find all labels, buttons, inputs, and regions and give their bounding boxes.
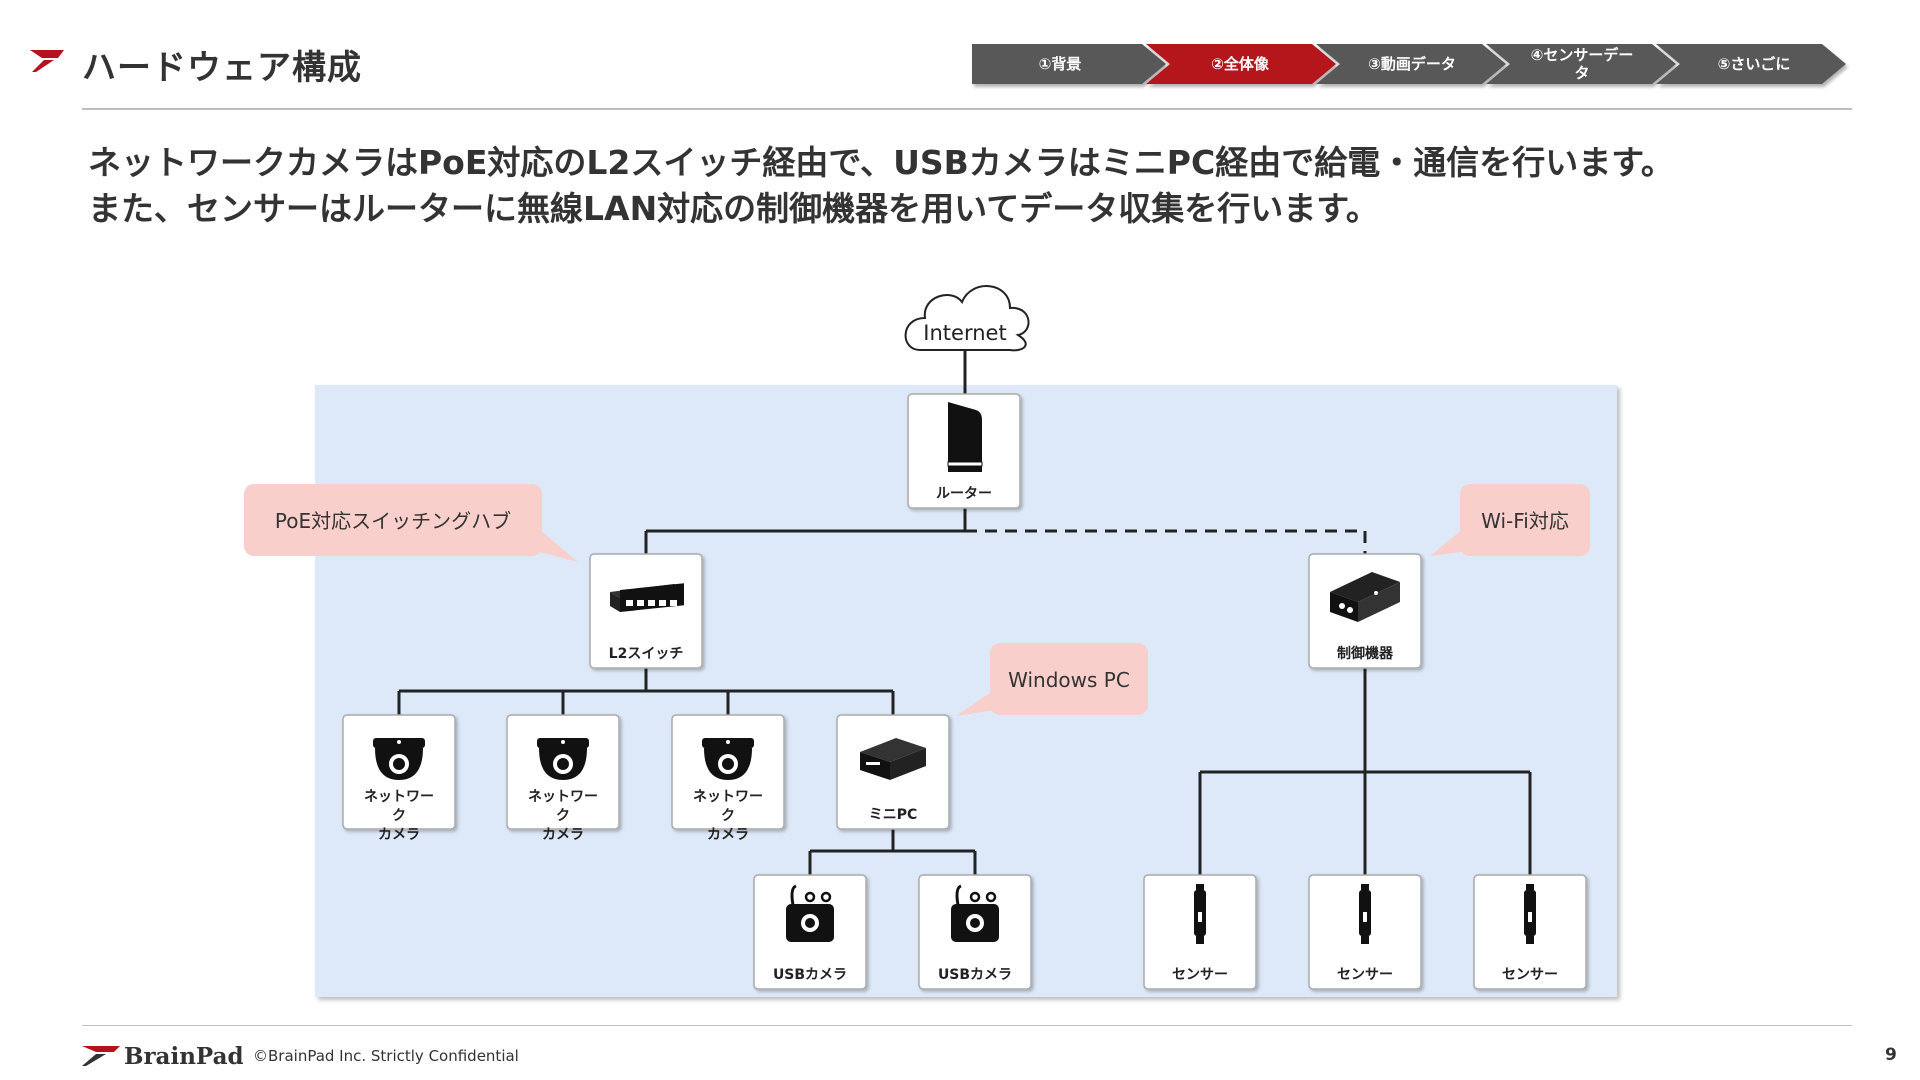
node-label: USBカメラ xyxy=(773,967,847,983)
usb-camera-icon xyxy=(951,884,999,942)
network-camera-node-1[interactable]: ネットワー ク カメラ xyxy=(342,714,456,843)
step-label: ④センサーデー xyxy=(1531,46,1634,64)
callout-wifi: Wi-Fi対応 xyxy=(1430,484,1590,556)
step-closing[interactable]: ⑤さいごに xyxy=(1656,44,1846,84)
l2-switch-node[interactable]: L2スイッチ xyxy=(589,553,703,669)
usb-camera-node-1[interactable]: USBカメラ xyxy=(753,874,867,990)
router-icon xyxy=(947,402,983,472)
page-title: ハードウェア構成 xyxy=(82,48,362,88)
step-sensor-data[interactable]: ④センサーデー タ xyxy=(1486,44,1676,84)
progress-steps: ①背景 ②全体像 ③動画データ ④センサーデー タ ⑤さいごに xyxy=(972,44,1846,84)
node-label: 制御機器 xyxy=(1337,645,1394,662)
dome-camera-icon xyxy=(373,738,425,780)
callout-poe-hub: PoE対応スイッチングハブ xyxy=(244,484,578,562)
router-node[interactable]: ルーター xyxy=(907,393,1021,509)
callout-windows-pc: Windows PC xyxy=(956,643,1148,716)
internet-label: Internet xyxy=(923,321,1006,345)
sensor-node-3[interactable]: センサー xyxy=(1473,874,1587,990)
node-label: ネットワー xyxy=(364,789,434,805)
node-label: センサー xyxy=(1172,967,1228,983)
sensor-icon xyxy=(1359,884,1371,944)
mini-pc-icon xyxy=(860,738,926,780)
network-camera-node-3[interactable]: ネットワー ク カメラ xyxy=(671,714,785,843)
lead-line-2: また、センサーはルーターに無線LAN対応の制御機器を用いてデータ収集を行います。 xyxy=(88,189,1379,228)
node-label: センサー xyxy=(1502,967,1558,983)
step-label: ③動画データ xyxy=(1368,55,1456,73)
node-label: ルーター xyxy=(936,486,992,502)
brand-mark-icon xyxy=(30,50,64,72)
step-background[interactable]: ①背景 xyxy=(972,44,1166,84)
wireless-link xyxy=(965,529,1367,554)
node-label: ク xyxy=(556,808,570,824)
logo-wordmark: BrainPad xyxy=(124,1043,244,1070)
copyright-text: ©BrainPad Inc. Strictly Confidential xyxy=(253,1047,519,1065)
node-label: カメラ xyxy=(542,827,584,843)
node-label: ネットワー xyxy=(528,789,598,805)
network-camera-node-2[interactable]: ネットワー ク カメラ xyxy=(506,714,620,843)
callout-label: Wi-Fi対応 xyxy=(1481,509,1569,533)
internet-cloud: Internet xyxy=(904,285,1030,352)
callout-label: Windows PC xyxy=(1008,668,1130,692)
lead-line-1: ネットワークカメラはPoE対応のL2スイッチ経由で、USBカメラはミニPC経由で… xyxy=(88,143,1674,182)
callout-label: PoE対応スイッチングハブ xyxy=(275,509,511,533)
sensor-node-1[interactable]: センサー xyxy=(1143,874,1257,990)
node-label: ネットワー xyxy=(693,789,763,805)
controller-node[interactable]: 制御機器 xyxy=(1308,553,1422,669)
node-label: センサー xyxy=(1337,967,1393,983)
footer-divider xyxy=(82,1025,1852,1026)
node-label: ミニPC xyxy=(869,807,918,823)
sensor-icon xyxy=(1524,884,1536,944)
node-label: L2スイッチ xyxy=(609,646,684,662)
sensor-icon xyxy=(1194,884,1206,944)
mini-pc-node[interactable]: ミニPC xyxy=(836,714,950,830)
step-label: タ xyxy=(1574,64,1589,82)
title-divider xyxy=(82,108,1852,110)
dome-camera-icon xyxy=(702,738,754,780)
node-label: USBカメラ xyxy=(938,967,1012,983)
step-overview[interactable]: ②全体像 xyxy=(1146,44,1336,84)
brainpad-logo: BrainPad xyxy=(82,1043,244,1070)
connection-lines xyxy=(397,350,1532,875)
page-number: 9 xyxy=(1885,1045,1897,1065)
dome-camera-icon xyxy=(537,738,589,780)
node-label: カメラ xyxy=(707,827,749,843)
usb-camera-node-2[interactable]: USBカメラ xyxy=(918,874,1032,990)
node-label: カメラ xyxy=(378,827,420,843)
node-label: ク xyxy=(392,808,406,824)
controller-device-icon xyxy=(1330,572,1400,622)
step-video-data[interactable]: ③動画データ xyxy=(1316,44,1506,84)
node-label: ク xyxy=(721,808,735,824)
usb-camera-icon xyxy=(786,884,834,942)
step-label: ①背景 xyxy=(1039,55,1082,73)
lead-text: ネットワークカメラはPoE対応のL2スイッチ経由で、USBカメラはミニPC経由で… xyxy=(88,140,1674,232)
step-label: ②全体像 xyxy=(1211,55,1270,73)
network-switch-icon xyxy=(610,583,684,612)
sensor-node-2[interactable]: センサー xyxy=(1308,874,1422,990)
step-label: ⑤さいごに xyxy=(1718,55,1791,73)
